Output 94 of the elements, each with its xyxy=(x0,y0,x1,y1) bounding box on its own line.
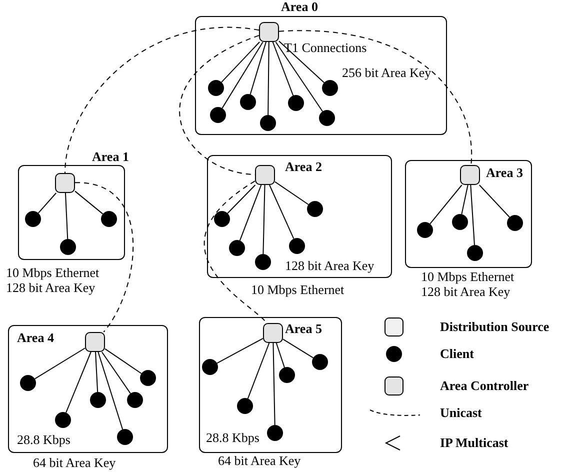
client-link xyxy=(66,352,92,414)
area-title: Area 2 xyxy=(285,160,322,174)
legend-label: IP Multicast xyxy=(440,436,508,450)
client-dot xyxy=(210,107,226,123)
client-link xyxy=(38,192,57,214)
unicast-link xyxy=(179,34,260,176)
client-dot xyxy=(319,110,335,126)
client-link xyxy=(250,42,266,95)
client-dot xyxy=(140,370,156,386)
controller-box xyxy=(85,332,105,352)
client-dot xyxy=(289,238,305,254)
client-link xyxy=(272,42,294,96)
client-dot xyxy=(240,94,256,110)
client-link xyxy=(278,40,325,84)
client-link xyxy=(262,184,266,254)
client-dot xyxy=(127,392,143,408)
area-note: 28.8 Kbps xyxy=(17,433,70,447)
client-dot xyxy=(267,425,283,441)
client-dot xyxy=(452,214,468,230)
area-title: Area 1 xyxy=(92,150,129,164)
client-dot xyxy=(25,211,41,227)
legend-label: Unicast xyxy=(440,406,482,420)
area-note: 256 bit Area Key xyxy=(342,66,432,80)
client-link xyxy=(272,342,276,426)
area-caption: 10 Mbps Ethernet xyxy=(6,266,100,280)
client-link xyxy=(282,338,314,358)
client-dot xyxy=(55,412,71,428)
client-link xyxy=(101,352,131,394)
unicast-link xyxy=(64,26,260,174)
client-dot xyxy=(214,211,230,227)
unicast-link xyxy=(74,182,134,332)
controller-box xyxy=(55,173,75,193)
legend-label: Client xyxy=(440,347,474,361)
client-link xyxy=(222,42,264,109)
client-dot xyxy=(322,80,338,96)
client-dot xyxy=(260,115,276,131)
client-link xyxy=(430,184,462,224)
area-caption: 128 bit Area Key xyxy=(6,281,96,295)
client-link xyxy=(221,42,260,83)
controller-box xyxy=(460,165,480,185)
area-caption: 128 bit Area Key xyxy=(421,285,510,299)
client-link xyxy=(276,342,285,368)
client-dot xyxy=(237,398,253,414)
area-caption: 64 bit Area Key xyxy=(218,454,301,468)
client-dot xyxy=(90,392,106,408)
client-link xyxy=(275,42,324,112)
client-dot xyxy=(229,240,245,256)
client-dot xyxy=(507,215,523,231)
area-title: Area 5 xyxy=(285,322,322,336)
client-link xyxy=(470,184,475,246)
unicast-link xyxy=(204,180,268,324)
client-link xyxy=(98,352,124,430)
client-dot xyxy=(288,95,304,111)
area-title: Area 0 xyxy=(281,0,318,14)
client-dot xyxy=(117,429,133,445)
client-dot xyxy=(312,354,328,370)
client-dot xyxy=(467,245,483,261)
controller-box xyxy=(255,165,275,185)
client-link xyxy=(461,184,468,215)
controller-box xyxy=(263,323,283,343)
client-link xyxy=(239,184,262,242)
client-dot xyxy=(101,211,117,227)
client-link xyxy=(274,181,309,205)
client-dot xyxy=(208,80,224,96)
client-link xyxy=(104,348,142,374)
legend-label: Distribution Source xyxy=(440,320,550,334)
client-dot xyxy=(60,239,76,255)
area-note: T1 Connections xyxy=(284,41,367,55)
area-caption: 10 Mbps Ethernet xyxy=(251,283,344,297)
client-link xyxy=(34,348,86,380)
area-title: Area 3 xyxy=(486,166,523,180)
area-caption: 64 bit Area Key xyxy=(33,456,116,470)
client-link xyxy=(216,338,264,364)
client-link xyxy=(247,342,270,400)
unicast-link xyxy=(278,30,472,166)
legend-label: Area Controller xyxy=(440,379,529,393)
area-note: 28.8 Kbps xyxy=(206,431,260,445)
client-link xyxy=(74,190,104,214)
client-link xyxy=(268,42,270,116)
client-link xyxy=(269,184,294,240)
client-dot xyxy=(255,254,271,270)
area-caption: 10 Mbps Ethernet xyxy=(421,270,514,284)
controller-box xyxy=(259,22,279,42)
client-link xyxy=(227,184,256,214)
client-dot xyxy=(20,375,36,391)
client-dot xyxy=(307,201,323,217)
area-note: 128 bit Area Key xyxy=(285,259,374,273)
client-dot xyxy=(279,367,295,383)
client-link xyxy=(478,184,510,218)
client-dot xyxy=(202,359,218,375)
client-link xyxy=(95,352,98,392)
area-title: Area 4 xyxy=(17,331,54,345)
client-dot xyxy=(417,222,433,238)
client-link xyxy=(64,192,68,240)
